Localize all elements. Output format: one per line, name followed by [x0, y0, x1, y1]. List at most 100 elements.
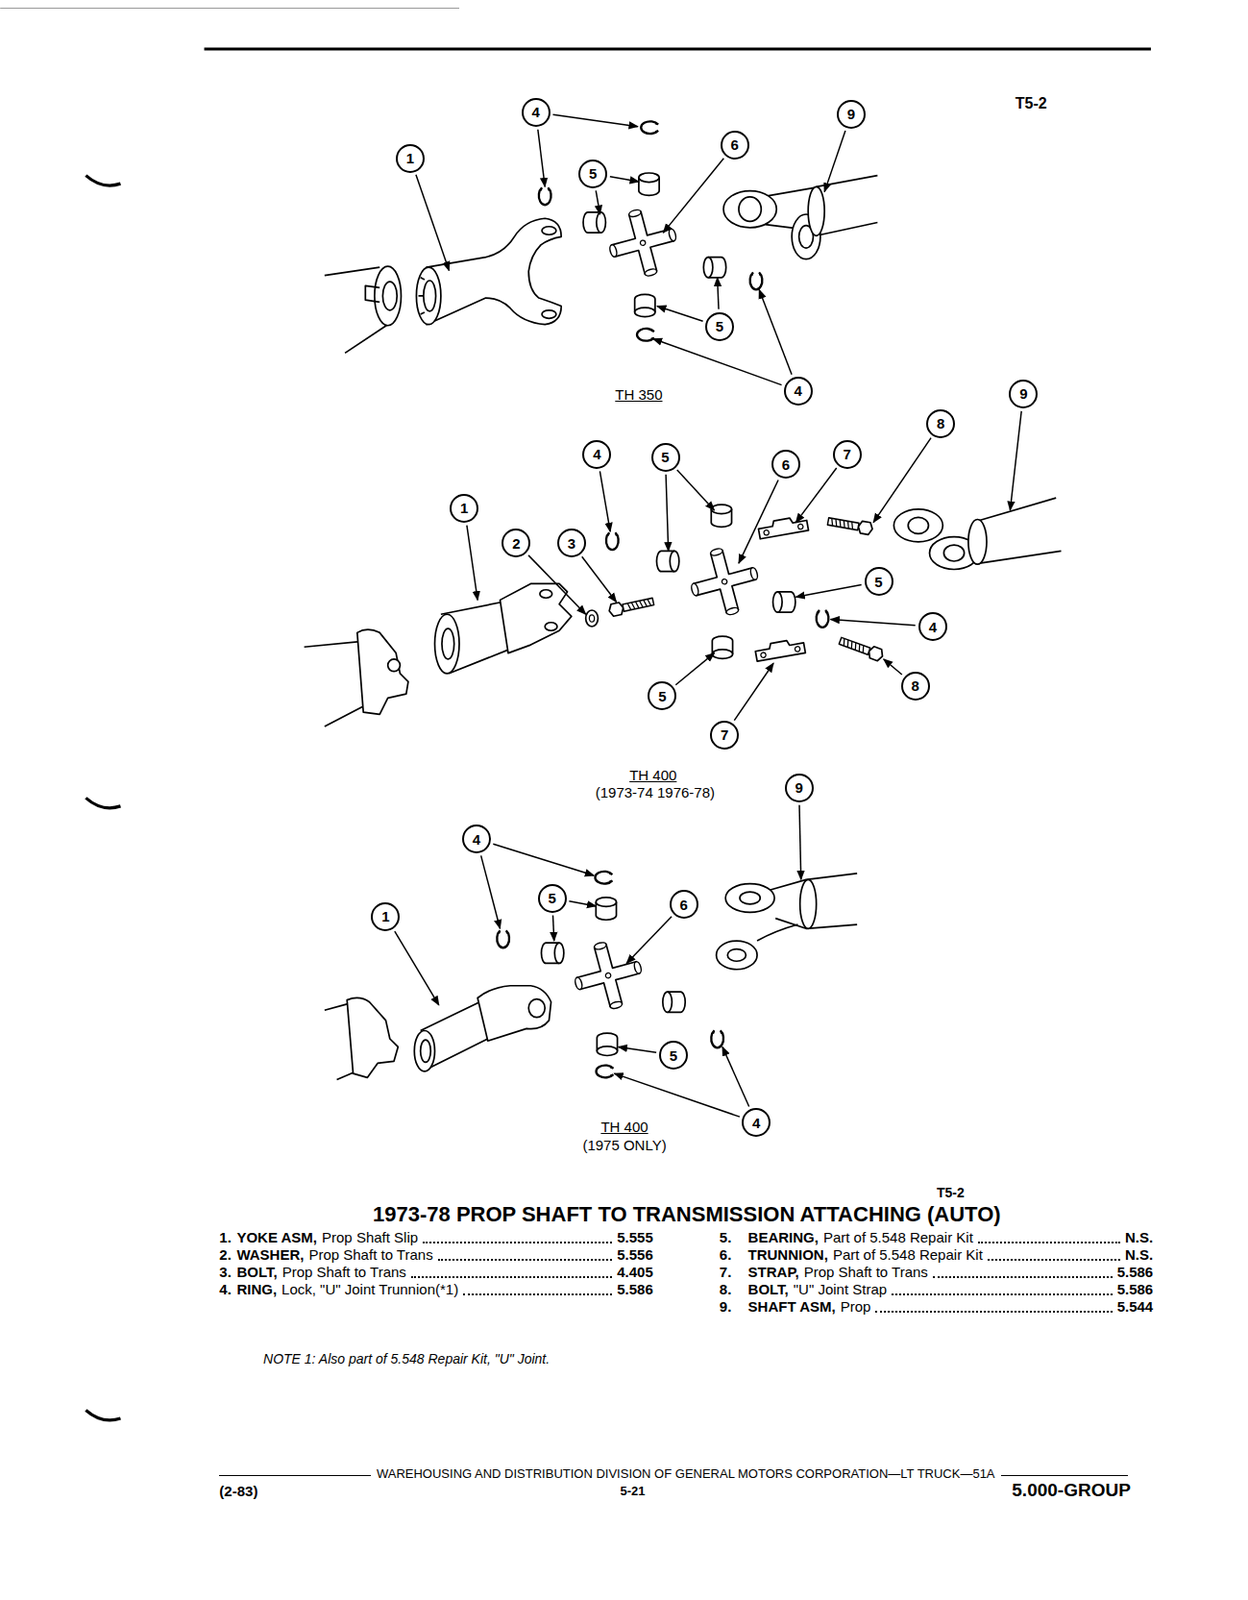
leader-line — [492, 843, 594, 876]
callout-circle: 8 — [901, 671, 930, 701]
callout-number: 1 — [460, 500, 468, 515]
dot-leader — [422, 1241, 612, 1244]
dot-leader — [438, 1258, 613, 1261]
callout-circle: 2 — [501, 528, 531, 558]
callout-number: 4 — [929, 619, 937, 635]
callout-circle: 5 — [705, 312, 735, 342]
callout-number: 4 — [472, 832, 481, 847]
part-description: Lock, "U" Joint Trunnion(*1) — [281, 1280, 459, 1297]
callout-number: 4 — [531, 104, 539, 120]
callout-circle: 5 — [647, 681, 677, 710]
callout-circle: 4 — [783, 376, 813, 406]
item-number: 8. — [719, 1280, 733, 1297]
callout-circle: 4 — [741, 1107, 771, 1137]
item-number: 5. — [719, 1228, 733, 1246]
model-label: TH 400 — [629, 766, 677, 784]
callout-circle: 9 — [784, 773, 814, 803]
part-group-number: 5.586 — [1117, 1280, 1154, 1297]
callout-circle: 6 — [771, 449, 801, 479]
leader-line — [552, 914, 554, 941]
callout-circle: 1 — [370, 902, 400, 931]
date-code: (2-83) — [219, 1482, 258, 1499]
part-description: Prop — [840, 1297, 872, 1315]
leader-line — [717, 277, 719, 310]
callout-number: 5 — [874, 574, 882, 589]
callout-circle: 5 — [578, 159, 608, 189]
part-description: Prop Shaft to Trans — [804, 1263, 929, 1280]
part-name: SHAFT ASM, — [748, 1297, 836, 1315]
leader-line — [613, 1073, 740, 1117]
callout-number: 7 — [842, 446, 851, 462]
callout-number: 2 — [512, 536, 520, 551]
callout-circle: 3 — [557, 528, 587, 558]
leader-line — [416, 174, 449, 271]
part-description: Prop Shaft to Trans — [308, 1246, 433, 1263]
callout-circle: 5 — [538, 883, 567, 913]
callout-number: 1 — [381, 908, 390, 924]
leader-line — [610, 176, 639, 182]
item-number: 7. — [719, 1263, 733, 1280]
leader-line — [677, 469, 715, 511]
callout-number: 9 — [847, 106, 856, 122]
dot-leader — [463, 1293, 612, 1296]
leader-line — [582, 556, 617, 602]
leader-line — [618, 1046, 657, 1053]
part-name: WASHER, — [236, 1246, 304, 1263]
leader-line — [738, 479, 779, 563]
leader-line — [599, 470, 611, 532]
leader-line — [722, 1046, 750, 1106]
callout-circle: 8 — [926, 409, 955, 439]
callout-circle: 7 — [709, 720, 739, 750]
leader-line — [824, 130, 846, 193]
leader-line — [595, 190, 600, 215]
callout-circle: 1 — [449, 493, 479, 523]
callout-circle: 5 — [659, 1040, 688, 1070]
callout-number: 8 — [911, 678, 920, 693]
part-group-number: 5.555 — [616, 1228, 654, 1246]
model-label: TH 350 — [614, 386, 662, 403]
part-name: STRAP, — [748, 1263, 800, 1280]
group-number: 5.000-GROUP — [1011, 1479, 1131, 1501]
part-name: TRUNNION, — [748, 1246, 829, 1263]
callout-number: 6 — [679, 897, 687, 912]
callout-number: 4 — [752, 1115, 760, 1130]
leader-line — [394, 930, 440, 1005]
model-label: TH 400 — [600, 1118, 648, 1135]
leader-line — [626, 916, 672, 964]
year-label: (1975 ONLY) — [582, 1136, 666, 1153]
leader-line — [795, 467, 836, 523]
item-number: 6. — [719, 1246, 733, 1263]
part-description: Part of 5.548 Repair Kit — [823, 1228, 974, 1246]
callout-number: 9 — [794, 780, 803, 795]
leader-line — [1009, 411, 1022, 511]
part-name: RING, — [236, 1280, 277, 1297]
callout-circle: 9 — [1008, 379, 1038, 409]
part-description: Prop Shaft to Trans — [282, 1263, 407, 1280]
part-group-number: N.S. — [1125, 1246, 1153, 1263]
page-ref: T5-2 — [1015, 95, 1048, 113]
leader-line — [799, 805, 802, 881]
callout-number: 4 — [793, 383, 802, 398]
leader-line — [466, 525, 478, 601]
callout-number: 9 — [1019, 386, 1028, 401]
callout-circle: 4 — [582, 440, 612, 469]
page-title: 1973-78 PROP SHAFT TO TRANSMISSION ATTAC… — [372, 1201, 1002, 1226]
dot-leader — [891, 1293, 1113, 1296]
callout-number: 5 — [658, 688, 666, 704]
part-group-number: 5.544 — [1117, 1297, 1154, 1315]
item-number: 9. — [719, 1297, 733, 1315]
item-number: 2. — [219, 1246, 232, 1263]
callout-number: 7 — [720, 727, 729, 742]
leader-line — [665, 474, 669, 552]
callout-circle: 4 — [521, 97, 551, 127]
callout-number: 4 — [592, 446, 601, 462]
leader-line — [873, 438, 931, 523]
callout-circle: 5 — [651, 442, 681, 472]
item-number: 3. — [219, 1263, 232, 1280]
part-name: BOLT, — [748, 1280, 789, 1297]
callout-circle: 9 — [836, 99, 866, 129]
leader-line — [795, 585, 861, 598]
callout-number: 5 — [588, 166, 597, 181]
callout-number: 6 — [731, 137, 739, 152]
callout-circle: 7 — [832, 440, 862, 469]
